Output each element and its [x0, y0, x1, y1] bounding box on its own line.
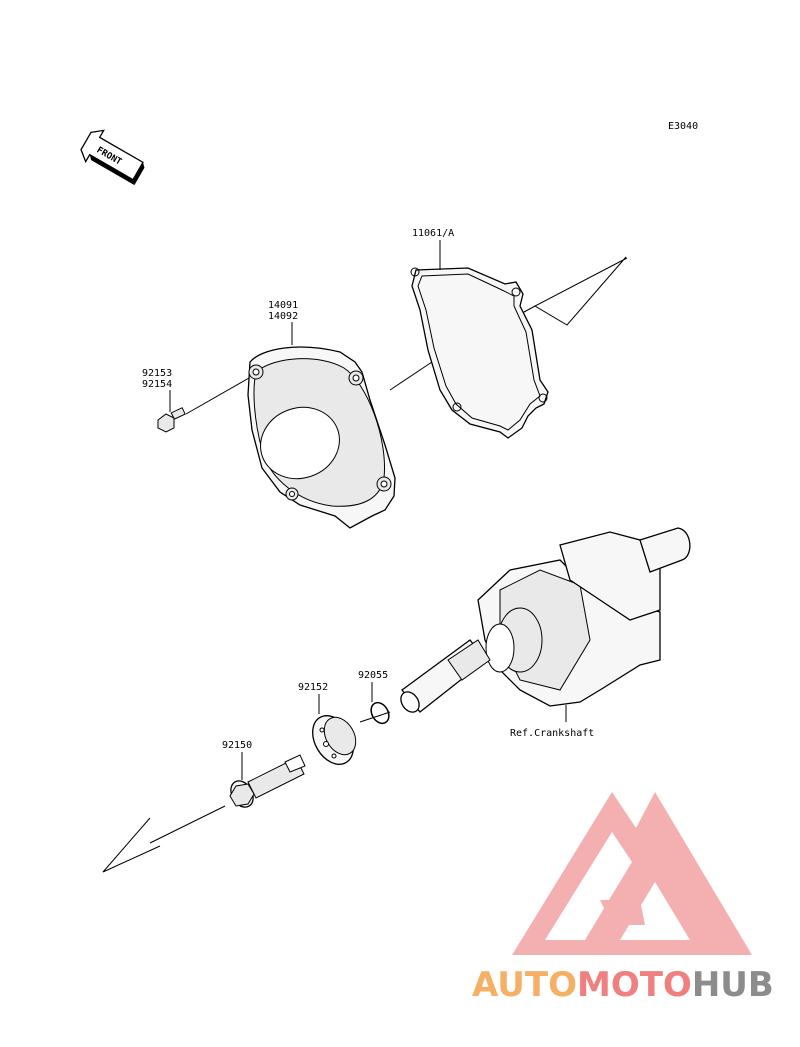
label-spacer: 92152: [298, 682, 328, 693]
spacer-part: [312, 715, 357, 765]
label-gasket: 11061/A: [412, 228, 454, 239]
cover-bolt-part: [157, 407, 186, 433]
label-bolt-cover-b: 92154: [142, 379, 172, 390]
gasket-part: [410, 267, 549, 439]
label-cover-b: 14092: [268, 311, 298, 322]
label-bolt: 92150: [222, 740, 252, 751]
label-crankshaft-ref: Ref.Crankshaft: [510, 728, 594, 739]
diagram-code: E3040: [668, 121, 698, 132]
label-oring: 92055: [358, 670, 388, 681]
front-arrow-icon: FRONT: [80, 129, 145, 186]
leader-lines: [169, 240, 567, 780]
cover-part: [247, 346, 396, 529]
automotohub-logo: [512, 792, 752, 955]
watermark-part-moto: MOTO: [577, 965, 692, 1005]
crankshaft-part: [400, 527, 691, 713]
oring-part: [370, 701, 390, 725]
watermark-text: AUTOMOTOHUB: [472, 965, 774, 1005]
label-cover-a: 14091: [268, 300, 298, 311]
watermark-part-hub: HUB: [692, 965, 774, 1005]
watermark-part-auto: AUTO: [472, 965, 577, 1005]
flange-bolt-part: [229, 754, 306, 808]
label-bolt-cover-a: 92153: [142, 368, 172, 379]
axis-lines: [102, 256, 628, 873]
